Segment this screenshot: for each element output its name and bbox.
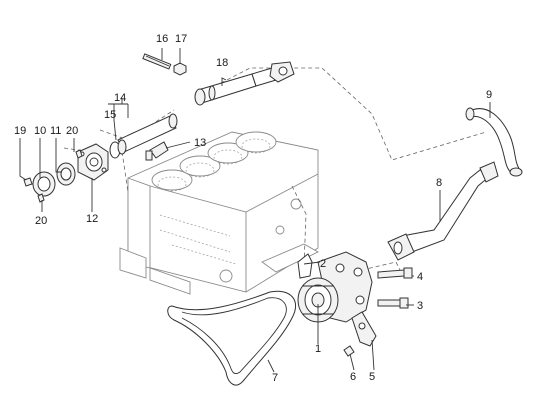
part-6-screw	[343, 345, 355, 357]
part-11-thermostat	[56, 162, 76, 186]
part-17-nut	[173, 62, 187, 76]
part-4-bolt	[377, 267, 413, 279]
callout-8: 8	[436, 177, 442, 189]
part-12-thermostat-housing	[77, 143, 109, 181]
part-8-coolant-pipe	[387, 161, 499, 261]
callout-4: 4	[417, 271, 423, 283]
part-14-pipe	[117, 113, 178, 155]
part-16-bolt	[142, 53, 172, 70]
callout-1: 1	[315, 343, 321, 355]
callout-9: 9	[486, 89, 492, 101]
part-13-sensor	[145, 141, 169, 161]
callout-labels: 1 2 3 4 5 6 7 8 9 10 11 12 13 14 15 16 1…	[14, 33, 492, 384]
part-3-bolt	[377, 297, 409, 309]
part-10-cover	[32, 171, 56, 197]
callout-15: 15	[104, 109, 116, 121]
part-20-screw-upper	[75, 149, 83, 159]
callout-5: 5	[369, 371, 375, 383]
callout-12: 12	[86, 213, 98, 225]
part-5-bracket	[351, 311, 377, 347]
part-20-screw-lower	[37, 193, 45, 203]
callout-20-lower: 20	[35, 215, 47, 227]
callout-2: 2	[320, 258, 326, 270]
leader-lines	[19, 48, 491, 373]
callout-20-upper: 20	[66, 125, 78, 137]
callout-10: 10	[34, 125, 46, 137]
part-9-hose	[465, 107, 523, 177]
callout-19: 19	[14, 125, 26, 137]
callout-13: 13	[194, 137, 206, 149]
callout-16: 16	[156, 33, 168, 45]
callout-3: 3	[417, 300, 423, 312]
callout-7: 7	[272, 372, 278, 384]
callout-11: 11	[50, 125, 61, 137]
engine-block	[119, 131, 319, 295]
part-2-gasket	[297, 253, 313, 279]
callout-6: 6	[350, 371, 356, 383]
callout-17: 17	[175, 33, 187, 45]
callout-18: 18	[216, 57, 228, 69]
callout-14: 14	[114, 92, 126, 104]
part-7-belt	[167, 290, 297, 386]
part-18-pipe	[194, 61, 295, 106]
